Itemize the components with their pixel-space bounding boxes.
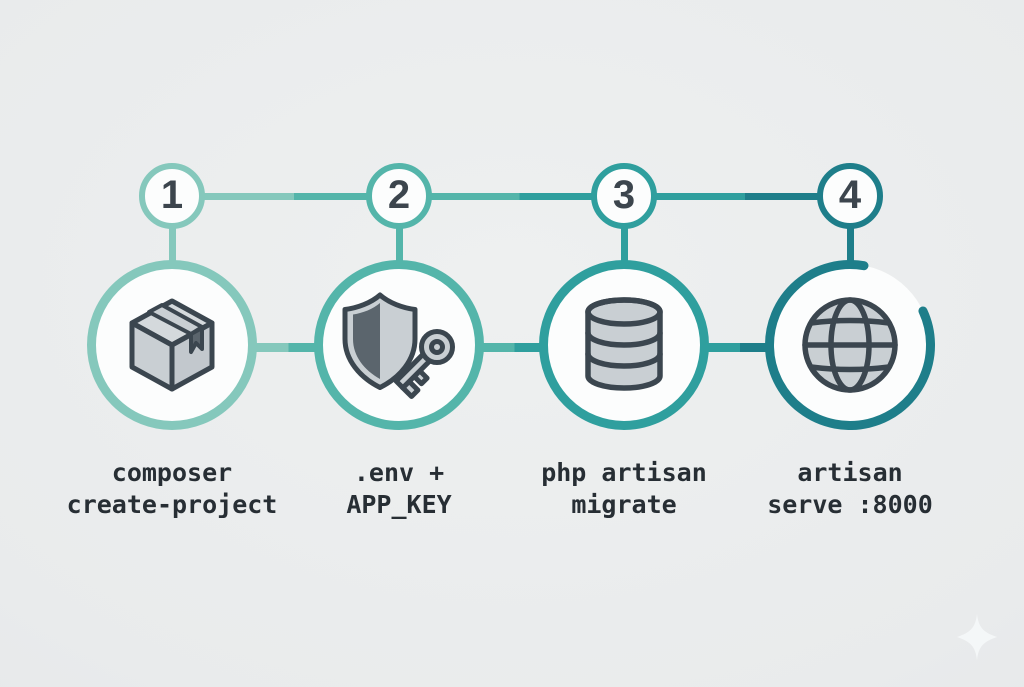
step-4-icon-wrap xyxy=(774,269,926,421)
step-3-label-line-1: php artisan xyxy=(541,458,707,487)
globe-icon xyxy=(802,297,898,393)
connector-top-2-3 xyxy=(430,193,593,200)
connector-mid-2-3 xyxy=(482,343,541,352)
step-1-number: 1 xyxy=(160,173,184,217)
step-4-icon-circle xyxy=(765,260,935,430)
step-1-label-line-1: composer xyxy=(111,458,233,487)
step-4-label: artisan serve :8000 xyxy=(700,457,1000,521)
step-2-label-line-1: .env + xyxy=(353,458,445,487)
step-2-number: 2 xyxy=(387,173,411,217)
step-4-number: 4 xyxy=(838,173,862,217)
sparkle-icon xyxy=(957,614,997,660)
step-3-connector-stub xyxy=(620,226,628,264)
connector-top-3-4 xyxy=(655,193,819,200)
step-2-number-circle: 2 xyxy=(366,163,432,229)
step-2-connector-stub xyxy=(395,226,403,264)
step-4-number-circle: 4 xyxy=(817,163,883,229)
step-3-icon-circle xyxy=(539,260,709,430)
package-box-icon xyxy=(129,298,215,392)
connector-mid-3-4 xyxy=(707,343,767,352)
step-1-number-circle: 1 xyxy=(139,163,205,229)
step-1-connector-stub xyxy=(168,226,176,264)
connector-mid-1-2 xyxy=(255,343,316,352)
step-1-label-line-2: create-project xyxy=(66,490,278,519)
step-2-icon-circle xyxy=(314,260,484,430)
step-2-label: .env + APP_KEY xyxy=(249,457,549,521)
step-3-number-circle: 3 xyxy=(591,163,657,229)
step-4-connector-stub xyxy=(846,226,854,264)
step-3-label: php artisan migrate xyxy=(474,457,774,521)
connector-top-1-2 xyxy=(203,193,368,200)
database-icon xyxy=(585,297,663,391)
step-1-label: composer create-project xyxy=(22,457,322,521)
step-4-label-line-2: serve :8000 xyxy=(767,490,933,519)
shield-key-icon xyxy=(342,292,455,399)
step-1-icon-circle xyxy=(87,260,257,430)
step-3-number: 3 xyxy=(612,173,636,217)
step-3-label-line-2: migrate xyxy=(571,490,677,519)
step-4-label-line-1: artisan xyxy=(797,458,903,487)
step-2-label-line-2: APP_KEY xyxy=(346,490,452,519)
